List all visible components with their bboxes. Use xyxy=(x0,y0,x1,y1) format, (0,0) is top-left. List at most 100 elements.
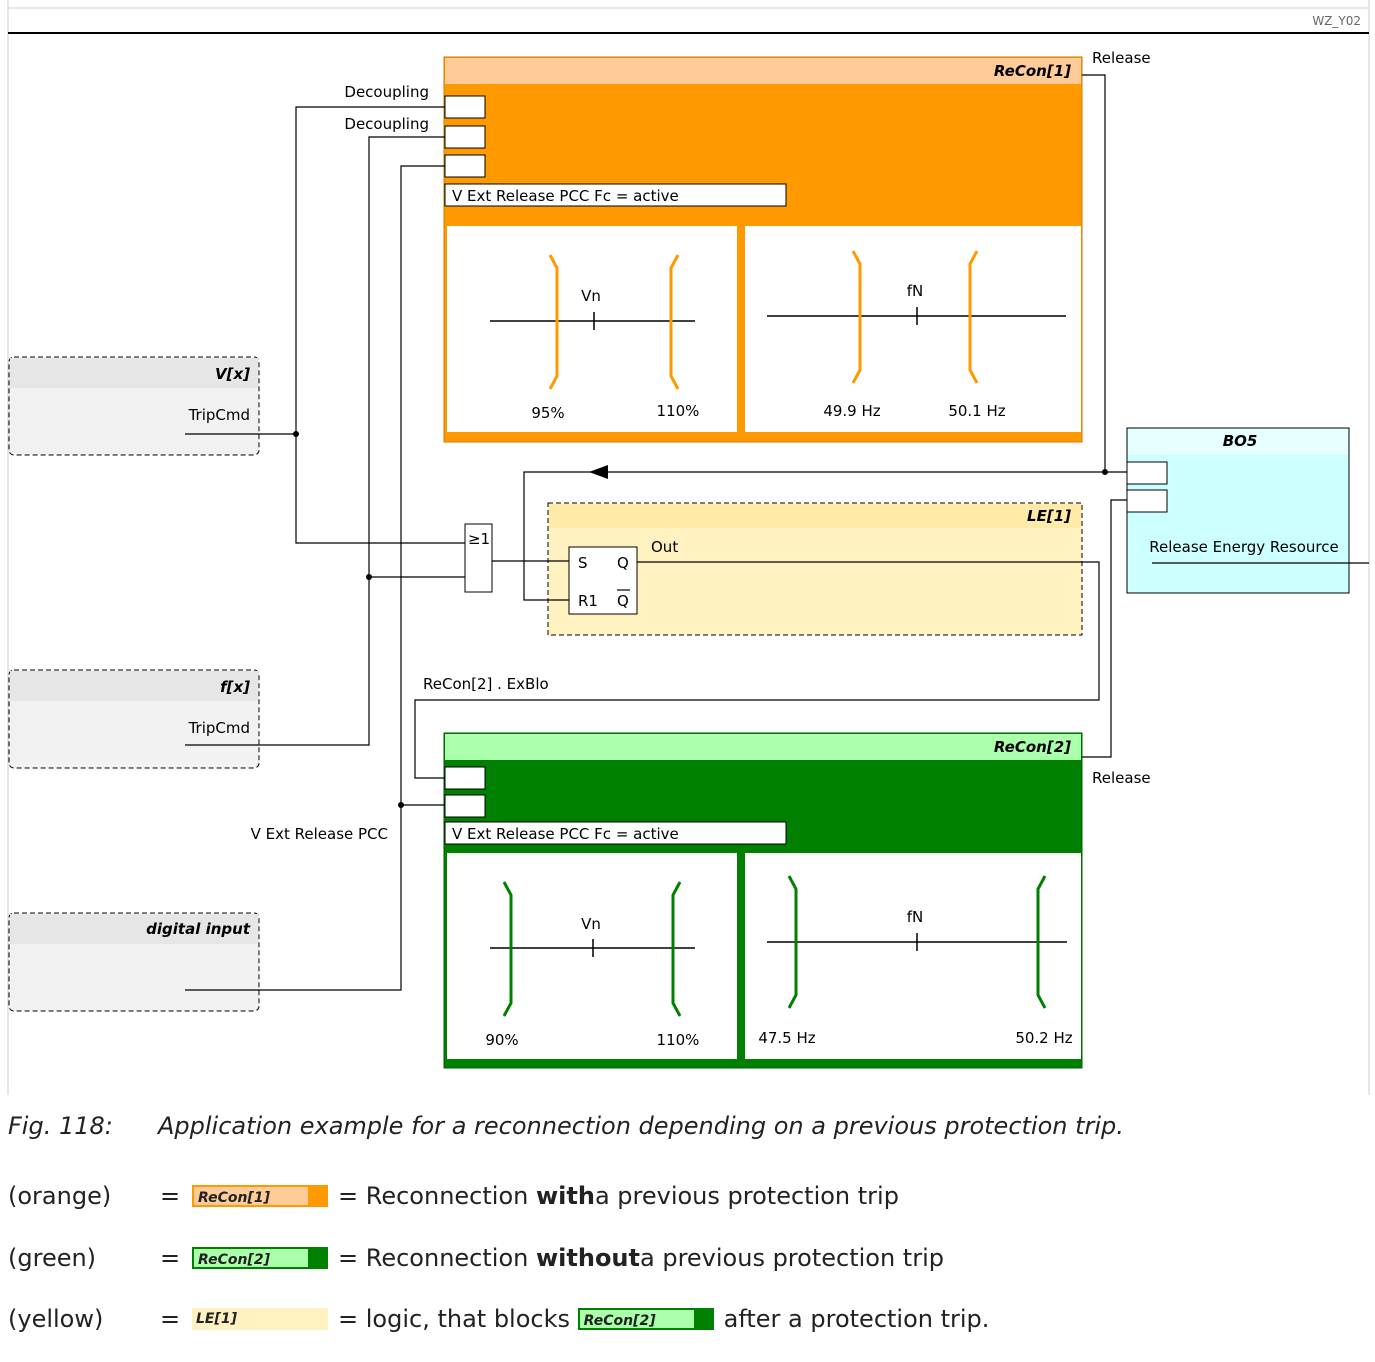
flipflop-q: Q xyxy=(617,554,629,572)
legend-yellow-inline-swatch: ReCon[2] xyxy=(577,1308,714,1330)
le1-title: LE[1] xyxy=(1027,507,1071,525)
legend-green-pre: = Reconnection xyxy=(338,1244,529,1272)
fx-header xyxy=(10,671,258,701)
logic-diagram: WZ_Y02 ReCon[1] V Ext Release PCC Fc = a… xyxy=(7,0,1370,1095)
swatch-label: ReCon[2] xyxy=(192,1247,310,1269)
legend-yellow-post: after a protection trip. xyxy=(723,1305,990,1333)
recon1-fc-label: V Ext Release PCC Fc = active xyxy=(452,187,679,205)
bo5-input-2 xyxy=(1126,489,1168,513)
reset-arrow-icon xyxy=(589,465,608,479)
wire-vx-or xyxy=(295,434,465,544)
bo5-output: Release Energy Resource xyxy=(1149,538,1338,556)
recon1-voltage-high-bracket xyxy=(669,254,680,390)
figure-text: Application example for a reconnection d… xyxy=(158,1112,1124,1140)
swatch-label: ReCon[1] xyxy=(192,1185,310,1207)
legend-row-orange: (orange) = ReCon[1] = Reconnection with … xyxy=(8,1176,899,1216)
recon2-voltage-label: Vn xyxy=(581,915,601,933)
recon1-frequency-high-bracket xyxy=(968,250,979,384)
legend-green-bold: without xyxy=(535,1244,640,1272)
bo5-block: BO5 Release Energy Resource xyxy=(1126,427,1350,594)
bo5-input-1 xyxy=(1126,461,1168,485)
junction-dot xyxy=(366,574,372,580)
recon1-release-label: Release xyxy=(1092,49,1151,67)
wire-reset xyxy=(523,471,1105,601)
recon1-voltage-panel xyxy=(447,226,737,432)
recon2-fc-label: V Ext Release PCC Fc = active xyxy=(452,825,679,843)
recon2-title: ReCon[2] xyxy=(994,738,1071,756)
digital-input-block: digital input xyxy=(8,912,260,1012)
recon1-fc-box xyxy=(444,183,787,207)
wire-q-exblo xyxy=(414,561,1100,779)
legend-green-swatch: ReCon[2] xyxy=(192,1247,328,1269)
figure-number: Fig. 118: xyxy=(8,1112,113,1140)
rs-flipflop xyxy=(568,546,638,615)
recon2-frequency-high: 50.2 Hz xyxy=(1015,1029,1072,1047)
bo5-title: BO5 xyxy=(1223,432,1258,450)
recon2-block: ReCon[2] V Ext Release PCC Fc = active V… xyxy=(443,732,1083,1069)
recon1-input-2 xyxy=(444,125,486,149)
recon2-frequency-label: fN xyxy=(907,908,924,926)
flipflop-r1: R1 xyxy=(578,592,598,610)
wire-recon1-release xyxy=(1082,74,1127,473)
legend-yellow-swatch: LE[1] xyxy=(192,1308,328,1330)
le1-out-label: Out xyxy=(651,538,678,556)
legend-yellow-eq: = xyxy=(160,1305,181,1333)
wires xyxy=(185,74,1369,991)
vx-title: V[x] xyxy=(215,365,250,383)
recon1-frequency-high: 50.1 Hz xyxy=(948,402,1005,420)
digital-input-title: digital input xyxy=(146,920,251,938)
recon2-frequency-high-bracket xyxy=(1036,875,1047,1009)
vx-header xyxy=(10,358,258,388)
legend-orange-swatch: ReCon[1] xyxy=(192,1185,328,1207)
recon1-frequency-low: 49.9 Hz xyxy=(823,402,880,420)
recon2-input-2 xyxy=(444,794,486,818)
recon2-voltage-low: 90% xyxy=(485,1031,518,1049)
fx-title: f[x] xyxy=(220,678,250,696)
recon1-voltage-low-bracket xyxy=(548,254,559,390)
figure-caption: Fig. 118: Application example for a recon… xyxy=(8,1112,1124,1140)
legend-orange-bold: with xyxy=(535,1182,595,1210)
recon1-frequency-panel xyxy=(745,226,1081,432)
recon1-voltage-label: Vn xyxy=(581,287,601,305)
recon1-title: ReCon[1] xyxy=(994,62,1071,80)
recon2-input-1 xyxy=(444,766,486,790)
exblo-label: ReCon[2] . ExBlo xyxy=(423,675,549,693)
recon1-block: ReCon[1] V Ext Release PCC Fc = active V… xyxy=(443,56,1083,443)
flipflop-qbar: Q xyxy=(617,592,629,610)
legend-green-post: a previous protection trip xyxy=(640,1244,944,1272)
legend-green-color: (green) xyxy=(8,1244,97,1272)
recon1-input-1 xyxy=(444,95,486,119)
legend-row-green: (green) = ReCon[2] = Reconnection withou… xyxy=(8,1238,944,1278)
swatch-accent xyxy=(310,1185,328,1207)
legend-orange-post: a previous protection trip xyxy=(594,1182,899,1210)
fx-output: TripCmd xyxy=(188,719,250,737)
junction-dot xyxy=(293,431,299,437)
wire-fx-recon1 xyxy=(185,136,445,746)
vx-output: TripCmd xyxy=(188,406,250,424)
vx-block: V[x] TripCmd xyxy=(8,356,260,456)
or-gate xyxy=(464,523,493,593)
recon1-voltage-low: 95% xyxy=(531,404,564,422)
wire-vx-recon1 xyxy=(295,106,445,434)
recon1-voltage-high: 110% xyxy=(657,402,700,420)
junction-dots xyxy=(293,431,1108,808)
recon2-header xyxy=(445,734,1081,760)
digital-input-header xyxy=(10,914,258,944)
recon1-frequency-label: fN xyxy=(907,282,924,300)
decoupling-label-1: Decoupling xyxy=(344,83,429,101)
or-gate-label: ≥1 xyxy=(468,530,490,548)
bo5-header xyxy=(1128,429,1348,455)
diagram-tag: WZ_Y02 xyxy=(1312,14,1361,28)
flipflop-s: S xyxy=(578,554,588,572)
swatch-label: ReCon[2] xyxy=(577,1308,696,1330)
recon2-voltage-panel xyxy=(447,853,737,1059)
recon2-fc-box xyxy=(444,821,787,845)
wire-recon2-release xyxy=(1082,499,1127,758)
legend-yellow-pre: = logic, that blocks xyxy=(338,1305,570,1333)
recon2-frequency-low-bracket xyxy=(787,875,798,1009)
fx-block: f[x] TripCmd xyxy=(8,669,260,769)
recon1-frequency-low-bracket xyxy=(851,250,862,384)
le1-block: LE[1] S R1 Q Q Out xyxy=(547,502,1083,636)
decoupling-label-2: Decoupling xyxy=(344,115,429,133)
legend-yellow-color: (yellow) xyxy=(8,1305,104,1333)
